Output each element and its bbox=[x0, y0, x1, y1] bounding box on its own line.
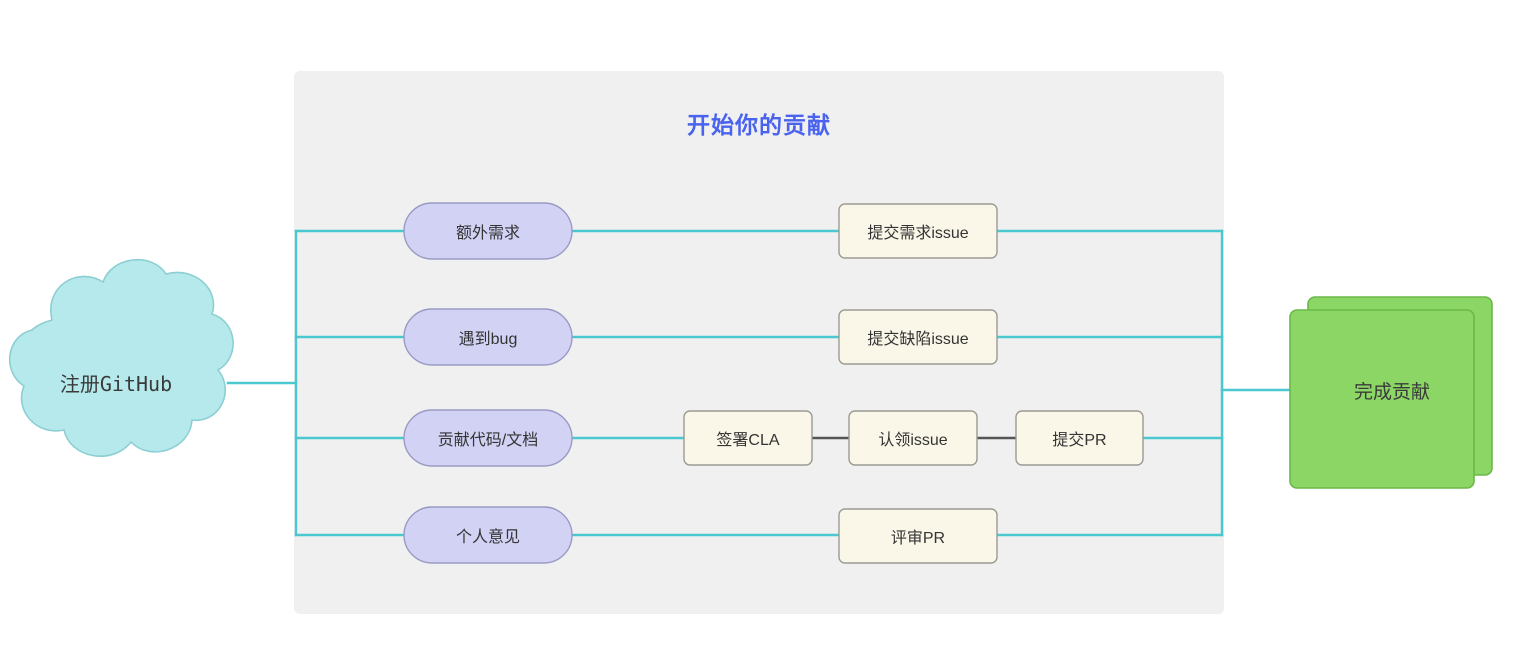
end-node-card-front[interactable] bbox=[1289, 309, 1475, 489]
step-node-1-0[interactable] bbox=[838, 309, 998, 365]
step-node-2-0[interactable] bbox=[683, 410, 813, 466]
left-connector-group bbox=[226, 229, 408, 537]
right-connector-group bbox=[994, 229, 1294, 537]
start-node-cloud[interactable] bbox=[9, 259, 234, 457]
step-node-0-0[interactable] bbox=[838, 203, 998, 259]
mid-connector-group bbox=[568, 229, 842, 537]
trigger-node-0[interactable] bbox=[403, 202, 573, 260]
trigger-node-3[interactable] bbox=[403, 506, 573, 564]
page-title: 开始你的贡献 bbox=[687, 112, 831, 138]
trigger-node-1[interactable] bbox=[403, 308, 573, 366]
step-node-2-2[interactable] bbox=[1015, 410, 1144, 466]
step-node-2-1[interactable] bbox=[848, 410, 978, 466]
step-node-3-0[interactable] bbox=[838, 508, 998, 564]
trigger-node-2[interactable] bbox=[403, 409, 573, 467]
